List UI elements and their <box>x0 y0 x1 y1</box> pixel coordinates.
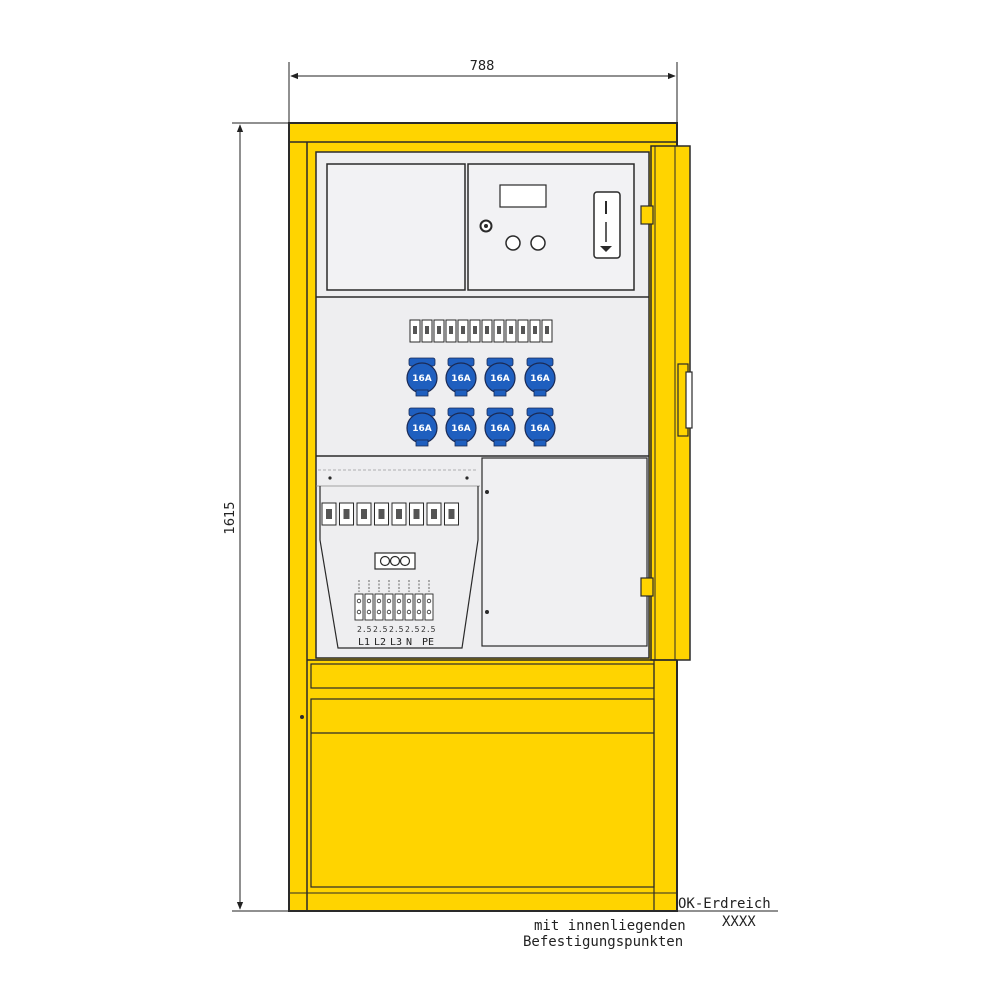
socket-rating-label: 16A <box>451 424 471 434</box>
ground-hatch: XXXX <box>722 914 756 930</box>
breaker-module <box>391 502 407 526</box>
cee-socket-icon[interactable]: 16A <box>484 357 516 397</box>
socket-rating-label: 16A <box>451 374 471 384</box>
socket-rating-label: 16A <box>412 374 432 384</box>
breaker-module <box>426 502 442 526</box>
terminal-phase-label: N <box>406 637 412 648</box>
breaker-module <box>505 319 517 343</box>
breaker-module <box>356 502 372 526</box>
breaker-module <box>517 319 529 343</box>
note-line-1: mit innenliegenden <box>534 918 686 934</box>
knob-icon <box>505 235 521 251</box>
breaker-module <box>541 319 553 343</box>
main-breaker-row <box>321 502 459 526</box>
terminal <box>414 580 424 621</box>
breaker-module <box>457 319 469 343</box>
breaker-module <box>493 319 505 343</box>
circuit-breaker-row <box>409 319 553 343</box>
breaker-module <box>433 319 445 343</box>
breaker-module <box>409 502 424 526</box>
knob-icon <box>530 235 546 251</box>
socket-rating-label: 16A <box>530 374 550 384</box>
meter-display <box>499 184 547 208</box>
breaker-module <box>421 319 433 343</box>
width-label: 788 <box>470 59 495 74</box>
terminal-phase-label: L1 <box>358 637 370 648</box>
ground-marker: OK-Erdreich XXXX <box>677 896 778 930</box>
terminal <box>394 580 404 621</box>
door-hinge-icon <box>640 205 654 225</box>
breaker-module <box>374 502 389 526</box>
blank-cover-lower <box>481 457 648 647</box>
ground-label: OK-Erdreich <box>678 896 771 912</box>
terminal <box>424 580 434 621</box>
breaker-module <box>339 502 354 526</box>
terminal-cross-section: 2.5 <box>421 625 436 634</box>
terminal-phase-label: PE <box>422 637 434 648</box>
breaker-module <box>445 319 457 343</box>
terminal-phase-label: L2 <box>374 637 386 648</box>
breaker-module <box>481 319 493 343</box>
terminal-phase-label: L3 <box>390 637 402 648</box>
cee-socket-icon[interactable]: 16A <box>406 357 438 397</box>
socket-rating-label: 16A <box>412 424 432 434</box>
cee-socket-icon[interactable]: 16A <box>524 357 556 397</box>
cabinet-base <box>289 659 677 911</box>
terminal <box>404 580 414 621</box>
terminal-cross-section: 2.5 <box>357 625 372 634</box>
socket-rating-label: 16A <box>530 424 550 434</box>
cee-socket-icon[interactable]: 16A <box>406 407 438 447</box>
breaker-module <box>529 319 541 343</box>
coin-slot-icon <box>593 191 621 259</box>
note-line-2: Befestigungspunkten <box>523 934 683 950</box>
cee-socket-icon[interactable]: 16A <box>524 407 556 447</box>
terminal <box>374 580 384 621</box>
height-dimension: 1615 <box>223 122 290 912</box>
meter-compartment <box>326 163 635 291</box>
height-label: 1615 <box>223 501 238 534</box>
cee-socket-icon[interactable]: 16A <box>445 357 477 397</box>
door-hinge-icon <box>640 577 654 597</box>
terminal-cross-section: 2.5 <box>373 625 388 634</box>
socket-rating-label: 16A <box>490 424 510 434</box>
blank-cover-panel <box>326 163 466 291</box>
breaker-module <box>409 319 421 343</box>
terminal <box>384 580 394 621</box>
socket-array: 16A 16A 16A 16A 16A 16A 16A 16A <box>406 357 556 447</box>
breaker-module <box>469 319 481 343</box>
cee-socket-icon[interactable]: 16A <box>484 407 516 447</box>
width-dimension: 788 <box>288 59 678 122</box>
terminal-cross-section: 2.5 <box>389 625 404 634</box>
socket-rating-label: 16A <box>490 374 510 384</box>
open-door <box>640 145 693 661</box>
breaker-module <box>444 502 459 526</box>
terminal-cross-section: 2.5 <box>405 625 420 634</box>
terminal <box>364 580 374 621</box>
mounting-note: mit innenliegenden Befestigungspunkten <box>523 918 686 950</box>
breaker-module <box>321 502 337 526</box>
lower-compartments <box>316 457 648 649</box>
terminal <box>354 580 364 621</box>
terminal-connector <box>374 552 416 570</box>
cee-socket-icon[interactable]: 16A <box>445 407 477 447</box>
